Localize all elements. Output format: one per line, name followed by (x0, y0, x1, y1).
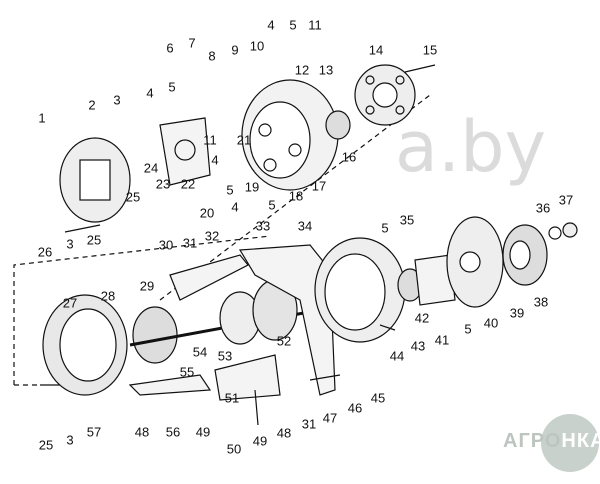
callout-label: 32 (204, 228, 220, 244)
callout-label: 8 (208, 48, 216, 64)
callout-label: 3 (66, 432, 74, 448)
flange-part (354, 64, 416, 126)
callout-label: 5 (464, 321, 472, 337)
stator-part (42, 294, 128, 396)
callout-label: 35 (399, 212, 415, 228)
callout-label: 50 (226, 441, 242, 457)
callout-label: 11 (308, 17, 322, 33)
callout-label: 34 (297, 218, 313, 234)
callout-label: 28 (100, 288, 116, 304)
assembly-guide-line (13, 94, 431, 386)
callout-label: 56 (165, 424, 181, 440)
callout-label: 4 (146, 85, 154, 101)
tension-bracket-part (169, 254, 249, 301)
callout-label: 36 (535, 200, 551, 216)
mount-bracket-part (214, 354, 281, 401)
agronika-logo: АГРОНКА (503, 412, 600, 472)
callout-label: 49 (252, 433, 268, 449)
callout-label: 5 (168, 79, 176, 95)
callout-label: 33 (255, 218, 271, 234)
callout-label: 31 (301, 416, 317, 432)
callout-label: 55 (179, 364, 195, 380)
callout-label: 16 (341, 149, 357, 165)
callout-label: 9 (231, 42, 239, 58)
link-part (128, 374, 212, 396)
callout-label: 10 (249, 38, 265, 54)
callout-label: 49 (195, 424, 211, 440)
callout-label: 5 (268, 197, 276, 213)
callout-label: 52 (276, 333, 292, 349)
callout-label: 3 (66, 236, 74, 252)
callout-label: 24 (143, 160, 159, 176)
callout-label: 22 (180, 176, 196, 192)
callout-label: 26 (37, 244, 53, 260)
callout-label: 40 (483, 315, 499, 331)
callout-label: 25 (38, 437, 54, 453)
callout-label: 5 (381, 220, 389, 236)
callout-label: 12 (294, 62, 310, 78)
callout-label: 25 (125, 189, 141, 205)
callout-label: 11 (203, 132, 217, 148)
callout-label: 5 (289, 17, 297, 33)
drive-end-frame-part (314, 237, 406, 343)
bearing-cover-part (414, 254, 456, 306)
callout-label: 4 (267, 17, 275, 33)
logo-text: АГРОНКА (503, 430, 600, 453)
callout-label: 41 (434, 332, 450, 348)
callout-label: 57 (86, 424, 102, 440)
end-frame-part (241, 79, 339, 191)
callout-label: 44 (389, 348, 405, 364)
logo-text-right: НКА (561, 430, 600, 452)
callout-label: 43 (410, 338, 426, 354)
callout-label: 53 (217, 348, 233, 364)
callout-label: 39 (509, 305, 525, 321)
callout-label: 54 (192, 344, 208, 360)
callout-label: 48 (134, 424, 150, 440)
callout-label: 7 (188, 35, 196, 51)
callout-label: 27 (62, 295, 78, 311)
callout-label: 6 (166, 40, 174, 56)
callout-label: 13 (318, 62, 334, 78)
callout-label: 19 (244, 179, 260, 195)
pulley-part (502, 224, 548, 286)
callout-label: 2 (88, 97, 96, 113)
rotor-part (129, 279, 321, 364)
callout-label: 31 (182, 235, 198, 251)
callout-label: 45 (370, 390, 386, 406)
callout-label: 38 (533, 294, 549, 310)
callout-label: 17 (311, 178, 327, 194)
heat-shield-part (238, 244, 336, 396)
callout-label: 37 (558, 192, 574, 208)
callout-label: 51 (224, 390, 240, 406)
callout-label: 4 (231, 199, 239, 215)
callout-label: 20 (199, 205, 215, 221)
callout-label: 23 (155, 176, 171, 192)
callout-label: 46 (347, 400, 363, 416)
callout-label: 30 (158, 237, 174, 253)
callout-label: 3 (113, 92, 121, 108)
callout-label: 21 (236, 132, 252, 148)
callout-label: 29 (139, 278, 155, 294)
bearing-part (325, 110, 351, 140)
callout-label: 1 (38, 110, 46, 126)
bolt-part (404, 64, 436, 73)
callout-label: 14 (368, 42, 384, 58)
logo-circle (541, 414, 599, 472)
callout-label: 42 (414, 310, 430, 326)
callout-label: 25 (86, 232, 102, 248)
callout-label: 4 (211, 152, 219, 168)
fan-part (446, 216, 504, 308)
brush-holder-part (159, 117, 211, 186)
watermark: a.by (395, 106, 547, 188)
callout-label: 18 (288, 188, 304, 204)
callout-label: 5 (226, 182, 234, 198)
rear-cover-part (59, 137, 131, 223)
callout-label: 15 (422, 42, 438, 58)
callout-label: 48 (276, 425, 292, 441)
callout-label: 47 (322, 410, 338, 426)
logo-text-left: АГРО (503, 430, 562, 452)
